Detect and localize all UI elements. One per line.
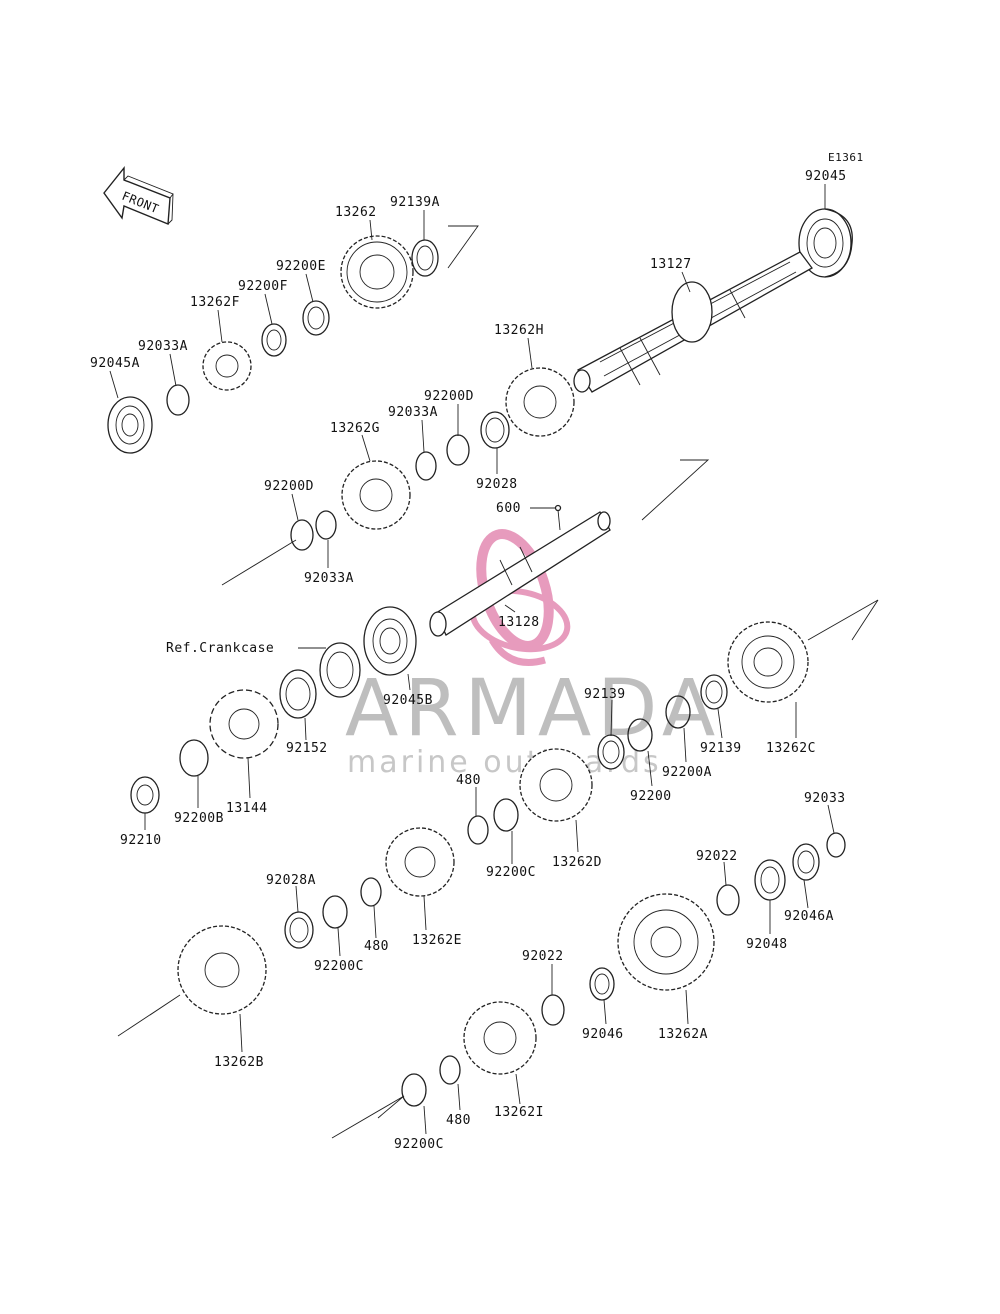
washer-92200e [302,300,330,336]
collar-92152 [279,669,317,719]
part-label: 92200C [486,865,536,880]
part-label: 92033A [138,339,188,354]
part-label: 92028A [266,873,316,888]
part-label: 13262D [552,855,602,870]
part-label: 92200D [264,479,314,494]
reference-label: Ref.Crankcase [166,641,274,656]
washer-92200c-lower [401,1073,427,1107]
sprocket-13144 [209,689,279,759]
front-arrow-icon [103,166,174,226]
gear-13262a [617,893,715,991]
bearing-92045a [107,396,153,454]
washer-92022-right [716,884,740,916]
part-label: 92045 [805,169,847,184]
part-label: 480 [456,773,481,788]
gear-13262b [177,925,267,1015]
part-label: 92028 [476,477,518,492]
part-label: 480 [446,1113,471,1128]
part-label: 13262 [335,205,377,220]
collar-92028 [480,411,510,449]
washer-92200c-middle [322,895,348,929]
part-label: 92033A [388,405,438,420]
part-label: 92033A [304,571,354,586]
part-label: 92200D [424,389,474,404]
part-label: 92200F [238,279,288,294]
needle-bearing-92046 [589,967,615,1001]
gear-13262 [340,235,414,309]
part-label: 92046A [784,909,834,924]
circlip-92033a-upper [166,384,190,416]
part-label: 13262B [214,1055,264,1070]
part-label: 13144 [226,801,268,816]
needle-bearing-92139-right [700,674,728,710]
part-label: 13262I [494,1105,544,1120]
washer-92022-left [541,994,565,1026]
part-label: 92045A [90,356,140,371]
part-label: 92045B [383,693,433,708]
needle-bearing-92046a [792,843,820,881]
part-label: 92200A [662,765,712,780]
part-label: 92200C [394,1137,444,1152]
gear-13262f [202,341,252,391]
circlip-480-lower [439,1055,461,1085]
part-label: 13262C [766,741,816,756]
washer-92200d-upper [446,434,470,466]
part-label: 92046 [582,1027,624,1042]
part-label: 13262A [658,1027,708,1042]
part-label: 13262H [494,323,544,338]
washer-92200f [261,323,287,357]
part-label: 600 [496,501,521,516]
part-label: 92200B [174,811,224,826]
gear-13262d [519,748,593,822]
part-label: 92200C [314,959,364,974]
mainshaft-13128 [429,511,611,637]
part-label: 92139 [700,741,742,756]
part-label: 92033 [804,791,846,806]
gear-13262g [341,460,411,530]
washer-92200 [627,718,653,752]
circlip-92033a-middle [415,451,437,481]
part-label: 92152 [286,741,328,756]
countershaft-13127 [573,251,813,393]
gear-13262e [385,827,455,897]
part-label: 13128 [498,615,540,630]
part-labels: 92045 13127 13262 92139A 92200E 92200F 1… [90,169,847,1152]
part-label: 92139A [390,195,440,210]
circlip-480-middle [360,877,382,907]
part-label: 13127 [650,257,692,272]
part-label: 92139 [584,687,626,702]
part-label: 92022 [522,949,564,964]
washer-92200b [179,739,209,777]
gear-13262c [727,621,809,703]
part-label: 480 [364,939,389,954]
diagram-code: E1361 [828,151,864,164]
needle-bearing-92139a [411,239,439,277]
washer-92200c-upper [493,798,519,832]
washer-92200a [665,695,691,729]
oil-seal [319,642,361,698]
part-label: 13262G [330,421,380,436]
part-label: 92200 [630,789,672,804]
leader-lines [109,184,835,1135]
circlip-92033 [826,832,846,858]
part-label: 92210 [120,833,162,848]
part-label: 13262F [190,295,240,310]
part-label: 13262E [412,933,462,948]
circlip-480-upper [467,815,489,845]
gear-13262h [505,367,575,437]
part-label: 92022 [696,849,738,864]
nut-92210 [130,776,160,814]
part-label: 92048 [746,937,788,952]
gear-13262i [463,1001,537,1075]
washer-92200d-lower [290,519,314,551]
bearing-92045b [363,606,417,676]
collar-92048 [754,859,786,901]
collar-92028a [284,911,314,949]
watermark-brand: ARMADA [345,664,721,754]
part-label: 92200E [276,259,326,274]
needle-bearing-92139-left [597,734,625,770]
circlip-92033a-lower [315,510,337,540]
